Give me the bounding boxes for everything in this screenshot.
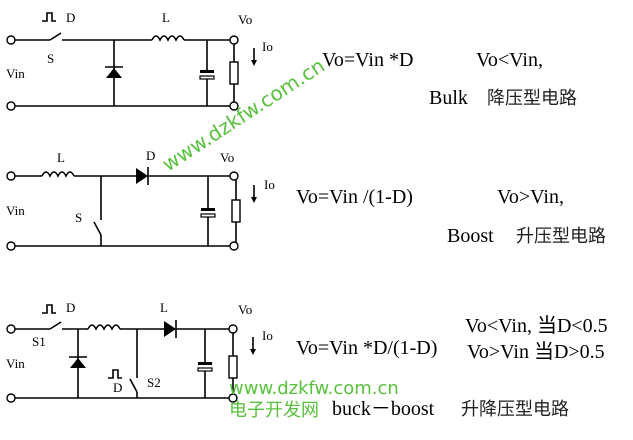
vin-positive-terminal	[6, 35, 16, 45]
boost-type-en: Boost	[447, 225, 494, 247]
switch-label: S	[47, 51, 54, 66]
diode	[70, 358, 86, 368]
load-resistor	[231, 199, 241, 223]
vin-negative-terminal	[6, 393, 16, 403]
buck-boost-type-cn: 升降压型电路	[461, 399, 569, 420]
diode	[136, 168, 148, 184]
vin-positive-terminal	[6, 324, 16, 334]
inductor-label: L	[57, 150, 65, 165]
diode	[106, 68, 122, 78]
vo-label: Vo	[238, 12, 252, 27]
pulse-signal-icon	[42, 304, 56, 314]
vo-ground-terminal	[229, 241, 239, 251]
capacitor	[200, 70, 214, 73]
boost-circuit: L D S Vin Vo Io Vo=Vin /(1-D) Vo>Vin, Bo…	[6, 148, 606, 251]
vin-label: Vin	[6, 203, 25, 218]
buck-type-cn: 降压型电路	[487, 88, 577, 109]
switch-s1	[49, 321, 62, 330]
capacitor	[198, 362, 212, 365]
capacitor	[201, 208, 215, 211]
watermark-diagonal: www.dzkfw.com.cn	[158, 53, 329, 176]
inductor-label: L	[162, 10, 170, 25]
load-resistor	[229, 61, 239, 85]
buck-boost-formula: Vo=Vin *D/(1-D)	[296, 337, 437, 359]
buck-boost-condition-1: Vo<Vin, 当D<0.5	[465, 314, 608, 337]
diode-label: D	[146, 148, 155, 163]
switch2-signal-label: D	[113, 380, 122, 395]
inductor-l	[41, 171, 75, 178]
buck-boost-type-en: buck－boost	[332, 398, 435, 420]
vin-negative-terminal	[6, 241, 16, 251]
current-arrow-icon	[251, 197, 257, 203]
switch2-label: S2	[147, 375, 161, 390]
switch-label: S	[75, 210, 82, 225]
inductor-label: L	[160, 300, 168, 315]
vo-terminal	[229, 171, 239, 181]
inductor-l	[151, 35, 185, 42]
buck-boost-circuit: D S1 L Vin Vo Io D S2 Vo=Vin *D/(1-D) Vo…	[6, 300, 608, 420]
vo-terminal	[229, 35, 239, 45]
pulse-signal-icon	[42, 12, 56, 22]
io-label: Io	[262, 39, 273, 54]
current-arrow-icon	[250, 349, 256, 355]
switch-s	[93, 221, 102, 236]
switch-signal-label: D	[66, 10, 75, 25]
watermark-url: www.dzkfw.com.cn	[229, 378, 399, 399]
boost-condition: Vo>Vin,	[497, 186, 564, 208]
boost-type-cn: 升压型电路	[516, 226, 606, 247]
boost-formula: Vo=Vin /(1-D)	[296, 186, 413, 208]
switch-signal-label: D	[66, 300, 75, 315]
buck-type-en: Bulk	[429, 87, 468, 109]
current-arrow-icon	[251, 60, 257, 66]
buck-boost-condition-2: Vo>Vin 当D>0.5	[467, 340, 605, 363]
vo-terminal	[228, 324, 238, 334]
switch-s	[49, 32, 62, 41]
watermark-site-name: 电子开发网	[229, 400, 319, 421]
pulse-signal-icon	[108, 369, 122, 379]
diode	[164, 321, 176, 337]
io-label: Io	[264, 177, 275, 192]
buck-condition: Vo<Vin,	[476, 49, 543, 71]
vin-positive-terminal	[6, 171, 16, 181]
vin-label: Vin	[6, 356, 25, 371]
switch-s2	[129, 378, 138, 393]
switch1-label: S1	[32, 334, 46, 349]
buck-formula: Vo=Vin *D	[322, 49, 413, 71]
io-label: Io	[262, 328, 273, 343]
vin-negative-terminal	[6, 101, 16, 111]
vo-label: Vo	[220, 150, 234, 165]
vin-label: Vin	[6, 66, 25, 81]
inductor-l	[87, 324, 121, 331]
buck-circuit: D S L Vin Vo Io Vo=Vin *D Vo<Vin, Bulk 降…	[6, 10, 577, 111]
load-resistor	[228, 355, 238, 379]
vo-label: Vo	[238, 302, 252, 317]
